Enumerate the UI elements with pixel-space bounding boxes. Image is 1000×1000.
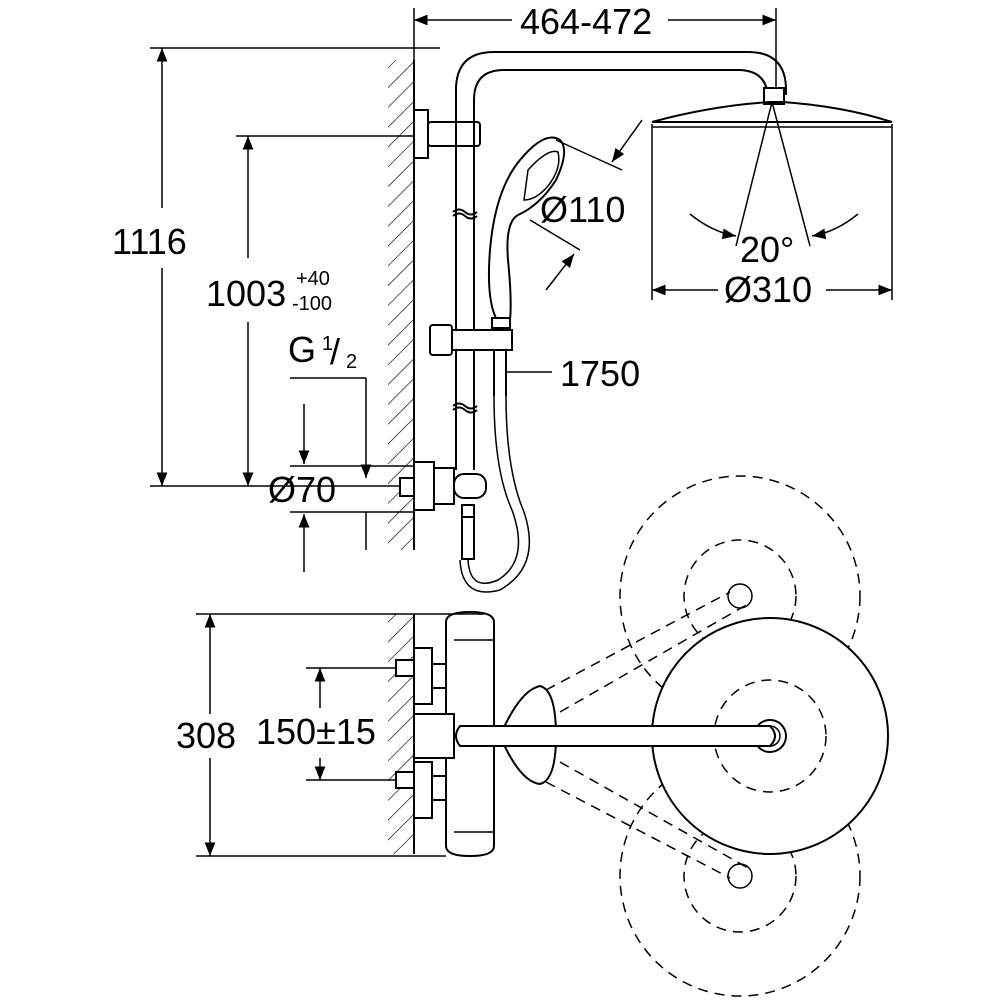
hand-shower-dim: Ø110 xyxy=(529,119,643,291)
side-view: Ø110 464-472 20° Ø310 1750 xyxy=(112,1,893,593)
inlet-spacing-label: 150±15 xyxy=(256,711,376,752)
outlet-height-tol-plus: +40 xyxy=(296,268,330,290)
wall-bracket-top xyxy=(413,109,481,159)
rosette-diameter-label: Ø70 xyxy=(268,469,336,510)
outlet-height-tol-minus: -100 xyxy=(292,293,332,315)
outlet-height-label: 1003 xyxy=(206,273,286,314)
thread-denominator: 2 xyxy=(346,351,357,373)
depth-dim: 308 xyxy=(176,613,484,857)
head-shower-diameter-label: Ø310 xyxy=(724,269,812,310)
arm-length-label: 464-472 xyxy=(520,1,652,42)
head-shower xyxy=(651,87,893,300)
svg-text:/: / xyxy=(330,331,340,372)
total-height-dim: 1116 xyxy=(112,47,440,487)
arm-length-dim: 464-472 xyxy=(413,1,777,88)
riser-pipe xyxy=(452,51,787,470)
hose-length-dim: 1750 xyxy=(506,353,640,394)
wall-hatch-lower xyxy=(388,614,415,854)
top-view: 308 150±15 xyxy=(176,475,889,997)
thermostat-side xyxy=(399,395,531,593)
head-shower-dim: Ø310 xyxy=(652,269,892,310)
thread-numerator: 1 xyxy=(322,333,333,355)
thread-prefix-label: G xyxy=(288,329,316,370)
total-height-label: 1116 xyxy=(112,221,187,262)
hand-shower-diameter-label: Ø110 xyxy=(540,189,625,230)
rosette-dim: Ø70 xyxy=(268,404,414,572)
hose-length-label: 1750 xyxy=(560,353,640,394)
inlet-spacing-dim: 150±15 xyxy=(256,667,396,781)
wall-hatch-upper xyxy=(388,60,415,550)
arm-top xyxy=(455,725,776,747)
thread-dim: G 1 / 2 xyxy=(288,329,372,478)
outlet-height-dim: 1003 +40 -100 xyxy=(206,135,414,486)
depth-label: 308 xyxy=(176,715,236,756)
spray-angle-label: 20° xyxy=(740,229,794,270)
hand-shower xyxy=(429,136,566,396)
